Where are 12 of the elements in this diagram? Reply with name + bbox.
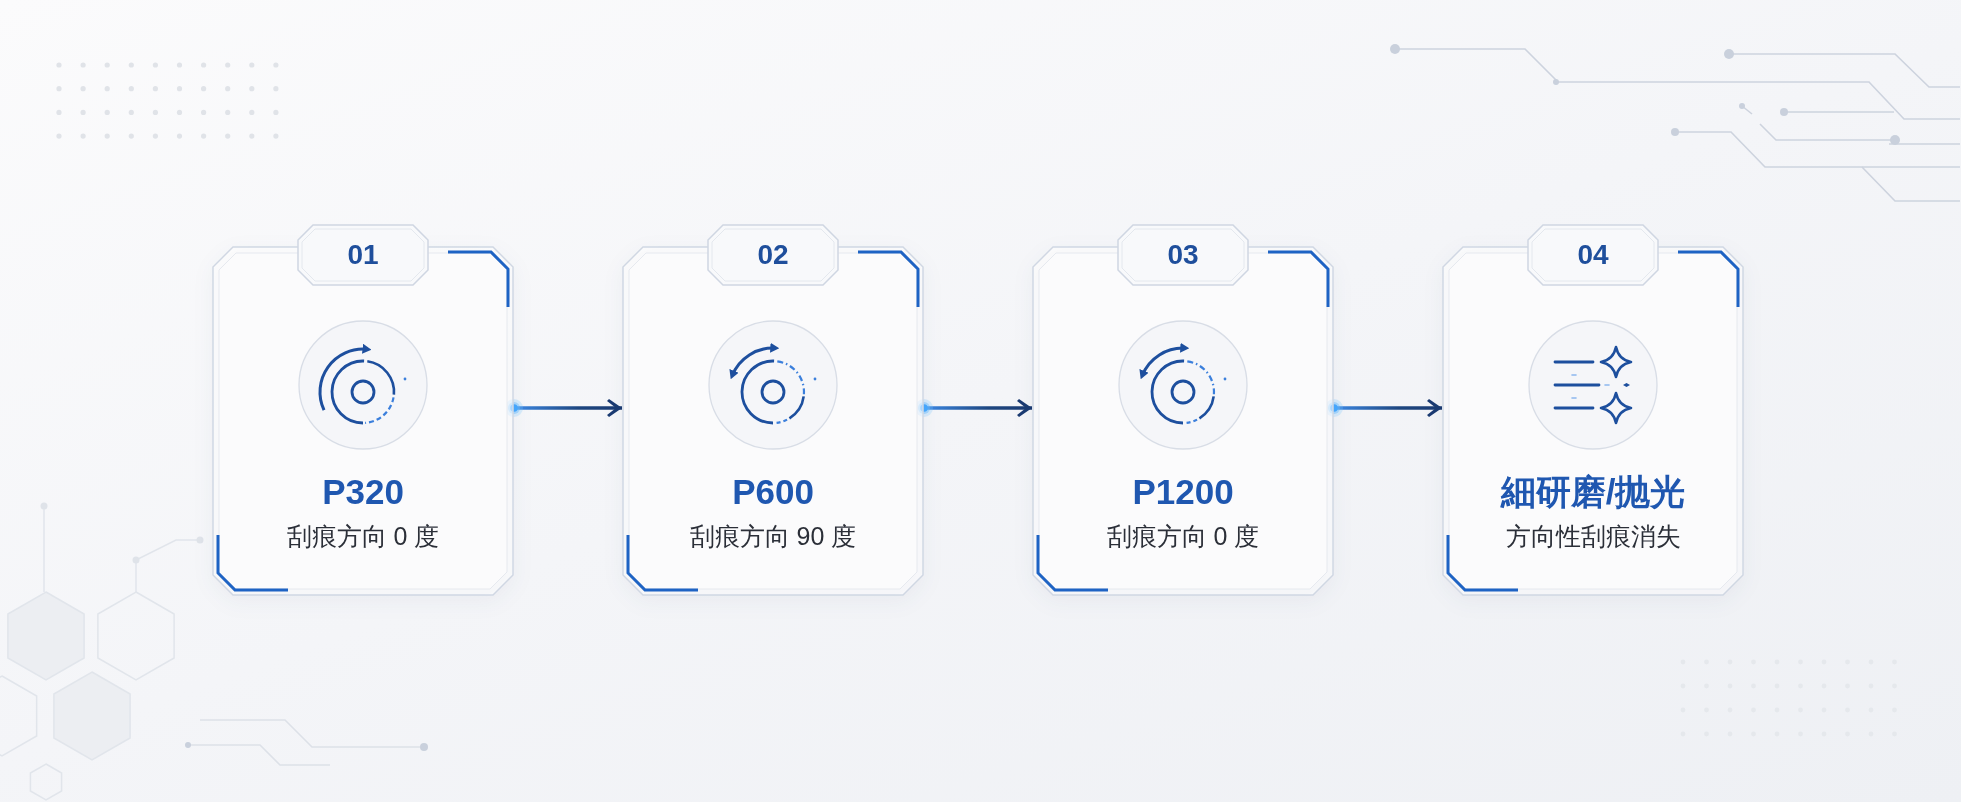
step-number: 01 xyxy=(347,241,379,269)
step-description: 刮痕方向 0 度 xyxy=(1106,524,1260,549)
step-number: 04 xyxy=(1577,241,1609,269)
step-title: P1200 xyxy=(1132,474,1234,509)
step-title: P320 xyxy=(322,474,404,509)
step-description: 方向性刮痕消失 xyxy=(1505,524,1681,549)
step-number: 02 xyxy=(757,241,789,269)
step-number: 03 xyxy=(1167,241,1199,269)
step-title: P600 xyxy=(732,474,814,509)
step-title: 細研磨/抛光 xyxy=(1500,474,1686,509)
step-description: 刮痕方向 0 度 xyxy=(286,524,440,549)
step-description: 刮痕方向 90 度 xyxy=(689,524,857,549)
